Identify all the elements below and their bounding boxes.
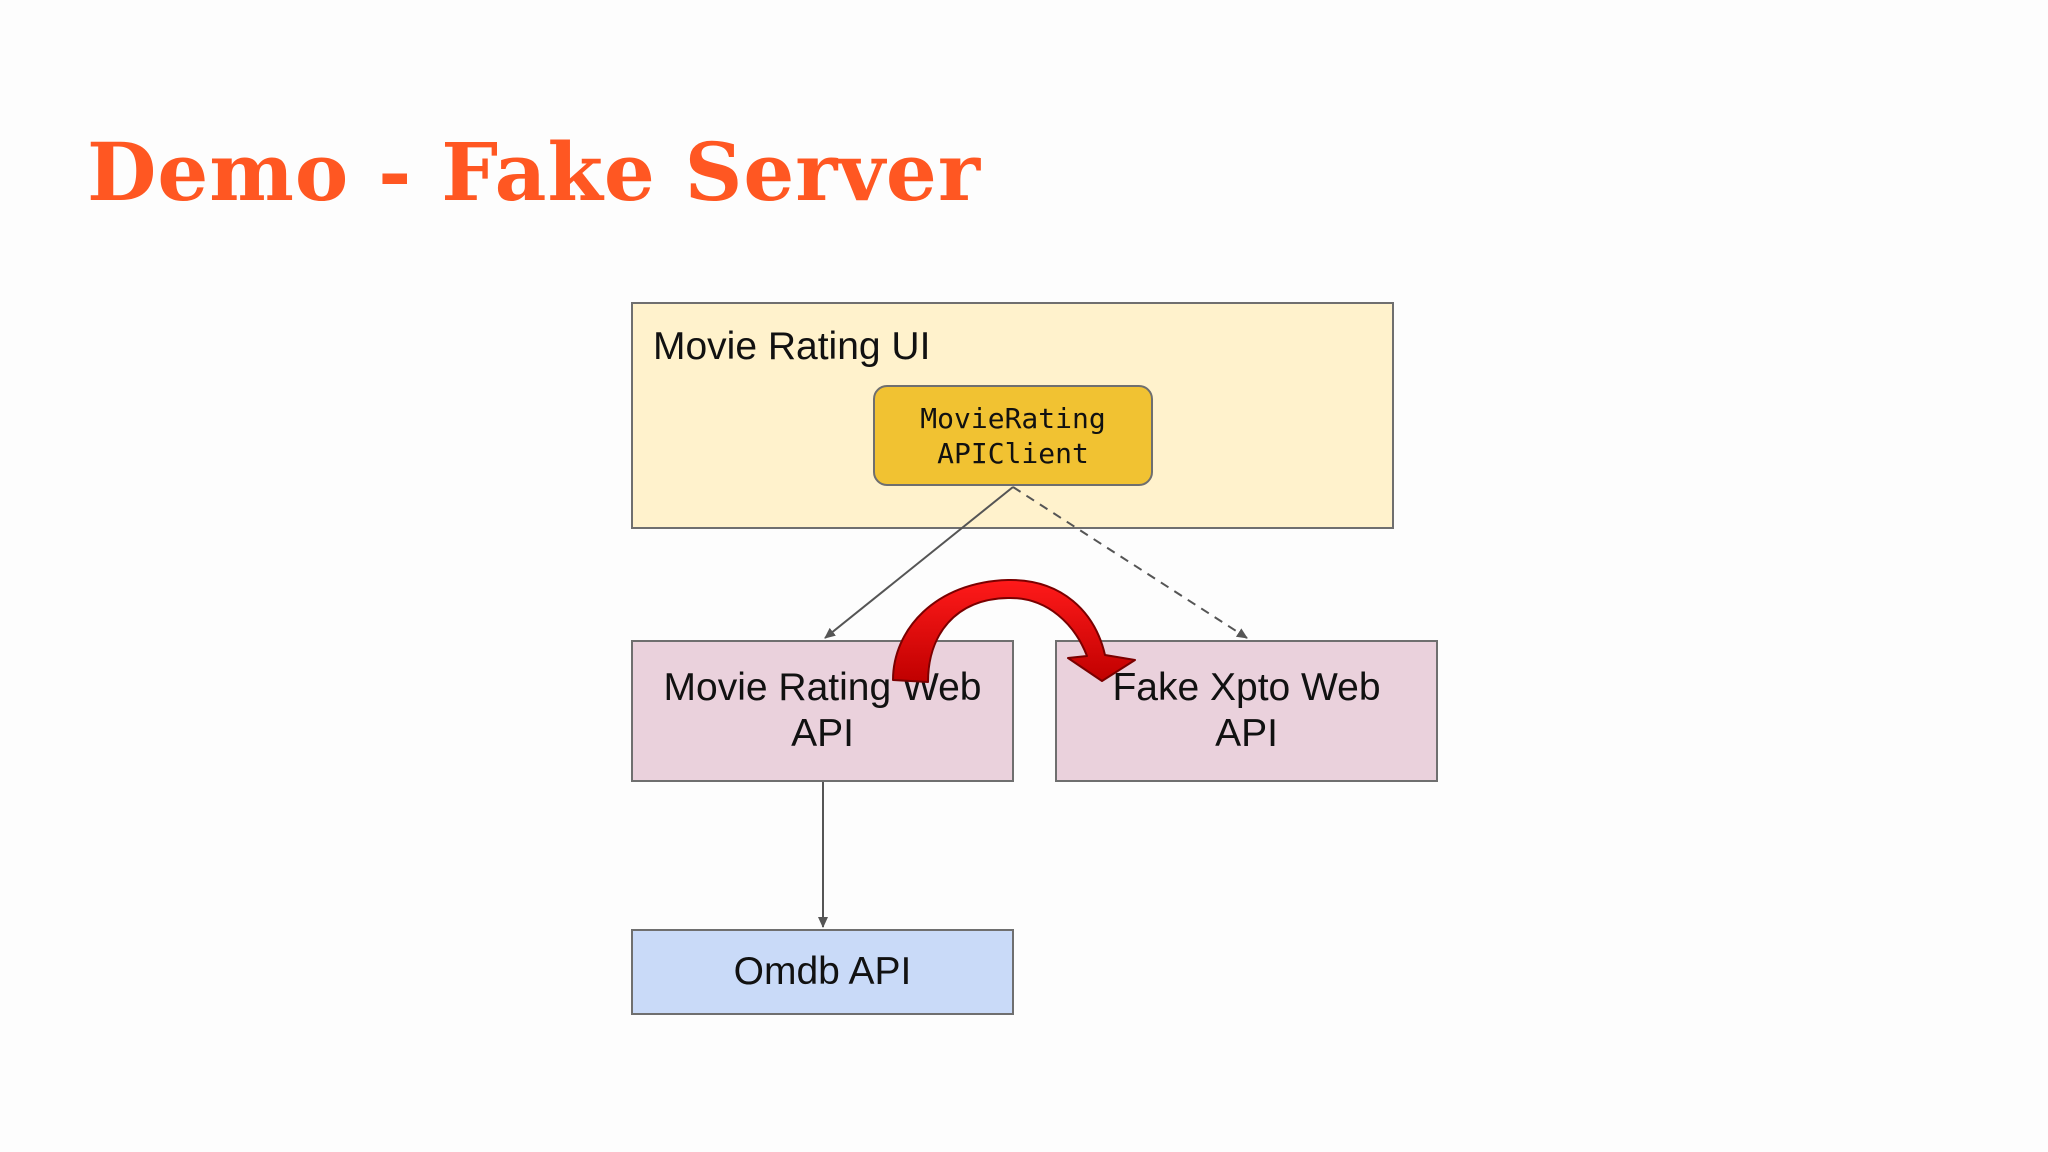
api-client-box: MovieRating APIClient — [873, 385, 1153, 486]
omdb-api-box: Omdb API — [631, 929, 1014, 1015]
api-client-label-line1: MovieRating — [920, 401, 1106, 435]
movie-rating-ui-label: Movie Rating UI — [653, 325, 931, 368]
movie-rating-web-api-box: Movie Rating Web API — [631, 640, 1014, 782]
omdb-api-label: Omdb API — [733, 950, 912, 993]
fake-xpto-web-api-box: Fake Xpto Web API — [1055, 640, 1438, 782]
api-client-label-line2: APIClient — [937, 436, 1089, 470]
web-api-label-line1: Movie Rating Web — [663, 666, 982, 709]
fake-api-label-line1: Fake Xpto Web — [1112, 666, 1381, 709]
web-api-label-line2: API — [791, 712, 854, 755]
slide-title: Demo - Fake Server — [87, 125, 981, 219]
fake-api-label-line2: API — [1215, 712, 1278, 755]
